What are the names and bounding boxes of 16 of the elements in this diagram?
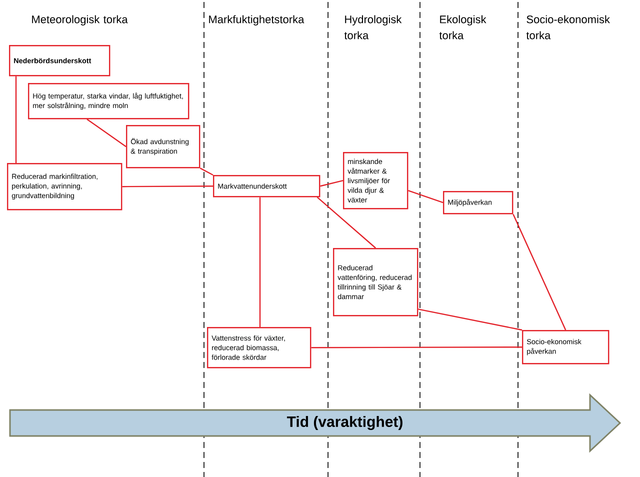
column-heading: Hydrologisk torka bbox=[344, 15, 402, 40]
column-heading: Meteorologisk torka bbox=[32, 15, 128, 26]
connector-line bbox=[259, 197, 261, 327]
connector-line bbox=[86, 118, 126, 148]
connector-line bbox=[408, 190, 444, 204]
connector-line bbox=[418, 308, 522, 331]
connector-line bbox=[320, 180, 344, 187]
connector-line bbox=[15, 76, 17, 163]
connector-line bbox=[200, 168, 214, 176]
column-heading: Markfuktighetstorka bbox=[209, 15, 304, 26]
connector-line bbox=[311, 346, 522, 348]
column-heading: Socio-ekonomisk torka bbox=[526, 15, 610, 40]
connector-line bbox=[122, 186, 213, 188]
connector-line bbox=[512, 214, 566, 330]
column-heading: Ekologisk torka bbox=[439, 15, 486, 40]
connector-line bbox=[316, 196, 376, 248]
